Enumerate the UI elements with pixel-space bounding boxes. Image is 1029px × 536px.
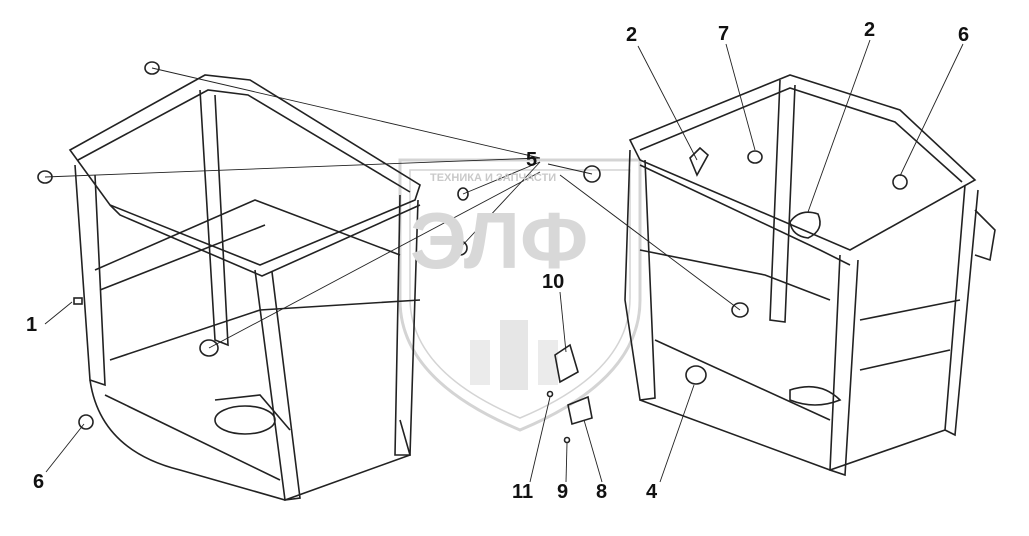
watermark-line-text: ТЕХНИКА И ЗАПЧАСТИ <box>430 172 557 184</box>
grommet-5f <box>199 339 219 357</box>
grommet-5e <box>583 165 601 183</box>
bolt-1 <box>73 297 83 305</box>
screw-9 <box>563 436 571 444</box>
left-cab-frame <box>68 74 421 501</box>
grommet-5a <box>144 61 160 75</box>
grommet-5c <box>457 187 469 201</box>
watermark-logo-text: ЭЛФ <box>410 196 589 285</box>
bracket-8 <box>567 395 593 426</box>
grommet-6a <box>78 414 94 430</box>
screw-11 <box>546 390 554 398</box>
callout-11: 11 <box>512 481 534 503</box>
callout-4: 4 <box>646 481 658 503</box>
parts <box>37 61 908 444</box>
bracket-10 <box>554 343 579 384</box>
part-2b <box>789 211 821 239</box>
callout-2a: 2 <box>626 24 638 46</box>
part-2a <box>689 146 710 177</box>
callout-5: 5 <box>526 149 538 171</box>
callout-8: 8 <box>596 481 608 503</box>
grommet-5g <box>731 302 749 318</box>
callout-6b: 6 <box>958 24 970 46</box>
plug-7 <box>747 150 763 164</box>
grommet-4 <box>685 365 707 385</box>
watermark-shield <box>398 158 642 432</box>
callout-6a: 6 <box>33 471 45 493</box>
callout-7: 7 <box>718 23 730 45</box>
callout-1: 1 <box>26 314 38 336</box>
callout-10: 10 <box>542 271 565 293</box>
callout-2b: 2 <box>864 19 876 41</box>
leader-lines <box>44 39 964 483</box>
right-cab-frame <box>624 74 996 477</box>
grommet-6b <box>892 174 908 190</box>
grommet-5d <box>452 240 468 256</box>
callout-9: 9 <box>557 481 569 503</box>
